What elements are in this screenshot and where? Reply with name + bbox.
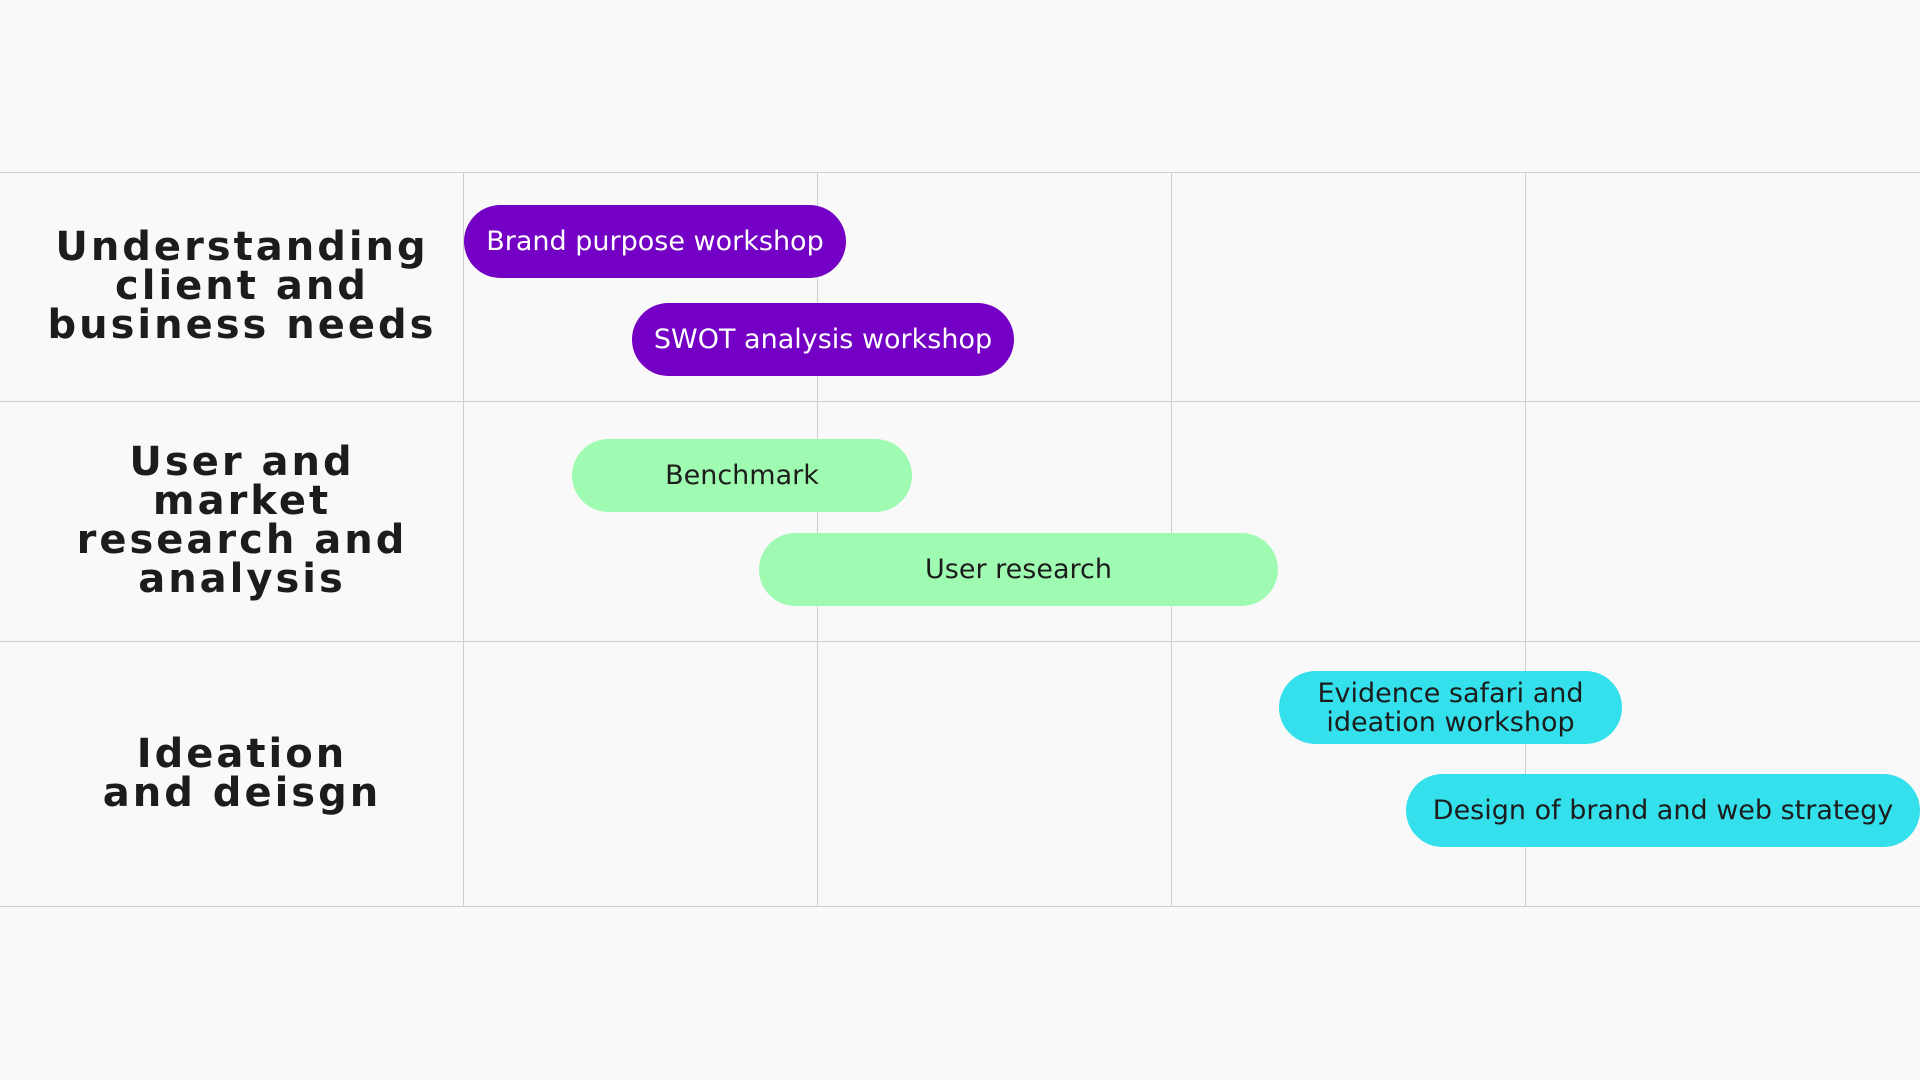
- task-benchmark: Benchmark: [572, 439, 912, 512]
- phase-label-research: User and market research and analysis: [76, 439, 408, 602]
- grid-line-row-2: [0, 641, 1920, 642]
- phase-label-ideation: Ideation and deisgn: [102, 730, 382, 816]
- task-design-brand-web-strategy: Design of brand and web strategy: [1406, 774, 1920, 847]
- task-user-research: User research: [759, 533, 1278, 606]
- grid-line-row-1: [0, 401, 1920, 402]
- grid-line-bottom: [0, 906, 1920, 907]
- task-brand-purpose-workshop: Brand purpose workshop: [464, 205, 846, 278]
- grid-line-top: [0, 172, 1920, 173]
- task-swot-analysis-workshop: SWOT analysis workshop: [632, 303, 1014, 376]
- grid-column-line-4: [1525, 172, 1526, 906]
- task-evidence-safari-ideation-workshop: Evidence safari and ideation workshop: [1279, 671, 1622, 744]
- phase-label-understanding: Understanding client and business needs: [47, 224, 437, 348]
- grid-column-line-1: [463, 172, 464, 906]
